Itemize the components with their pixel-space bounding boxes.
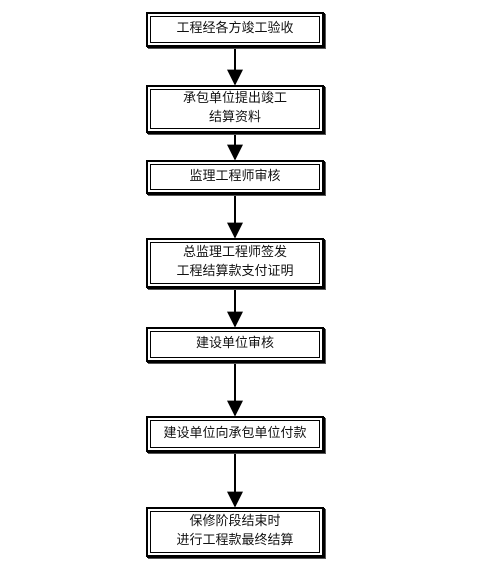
step-completion-acceptance: 工程经各方竣工验收: [146, 12, 324, 47]
step-owner-pays-contractor: 建设单位向承包单位付款: [146, 416, 324, 452]
step-line: 结算资料: [208, 110, 261, 125]
step-owner-review: 建设单位审核: [146, 327, 324, 362]
step-line: 进行工程款最终结算: [176, 533, 294, 548]
step-line: 承包单位提出竣工: [182, 91, 287, 107]
step-line: 建设单位向承包单位付款: [163, 425, 307, 441]
step-final-settlement: 保修阶段结束时 进行工程款最终结算: [146, 507, 324, 557]
step-line: 工程经各方竣工验收: [176, 21, 294, 37]
step-line: 工程结算款支付证明: [176, 264, 294, 279]
step-line: 监理工程师审核: [189, 168, 281, 184]
step-supervisor-review: 监理工程师审核: [146, 160, 324, 194]
step-line: 建设单位审核: [195, 336, 274, 352]
step-contractor-submits-settlement: 承包单位提出竣工 结算资料: [146, 85, 324, 133]
step-chief-supervisor-certificate: 总监理工程师签发 工程结算款支付证明: [146, 238, 324, 288]
step-line: 保修阶段结束时: [189, 514, 281, 530]
step-line: 总监理工程师签发: [182, 245, 287, 261]
